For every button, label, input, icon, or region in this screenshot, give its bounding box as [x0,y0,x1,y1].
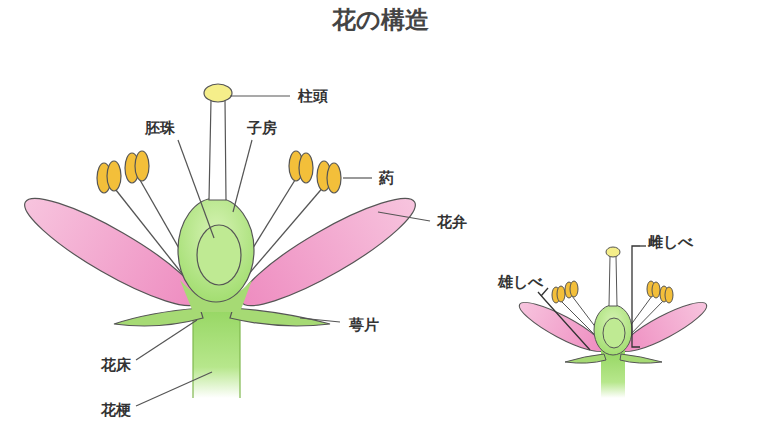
sepal [565,354,606,363]
style [609,256,617,306]
part-label: 柱頭 [298,88,328,105]
sepal [620,354,662,363]
large-flower [14,84,425,398]
part-label: 葯 [379,170,394,187]
bracket [538,246,646,350]
ovary [178,198,254,302]
sepal [230,308,330,326]
part-label: 萼片 [349,317,379,334]
small-flower [514,247,711,398]
ovule [603,318,625,348]
sepal [114,308,203,326]
part-label: 胚珠 [145,120,175,137]
ovule [197,225,241,285]
style [209,100,226,200]
ovary [594,305,632,355]
part-label: 雌しべ [648,234,693,251]
stigma [204,84,232,102]
part-label: 花弁 [437,214,467,231]
part-label: 子房 [247,120,277,137]
part-label: 花床 [101,357,131,374]
stigma [606,247,620,257]
title: 花の構造 [0,4,760,36]
part-label: 雄しべ [498,274,543,291]
petal [230,183,425,321]
leader-line [136,96,430,406]
part-label: 花梗 [101,402,131,419]
